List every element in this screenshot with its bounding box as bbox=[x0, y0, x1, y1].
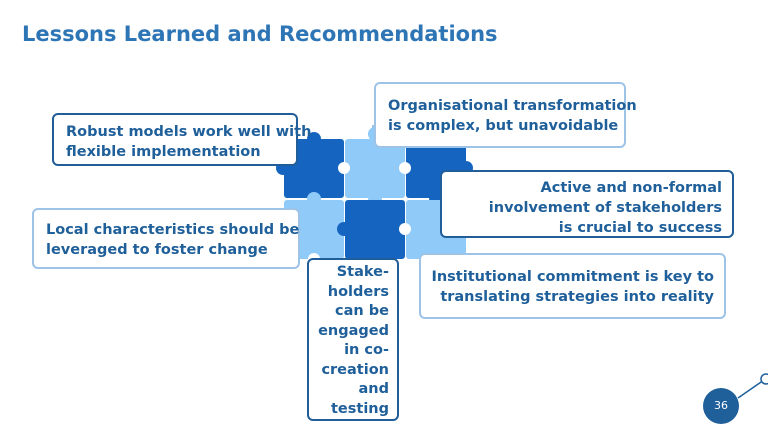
puzzle-piece-dark bbox=[345, 200, 405, 259]
page-number: 36 bbox=[703, 388, 739, 424]
decorative-node bbox=[760, 373, 768, 385]
lesson-robust-models: Robust models work well with flexible im… bbox=[52, 113, 312, 166]
puzzle-piece-light bbox=[345, 139, 405, 198]
lesson-line: involvement of stakeholders bbox=[488, 200, 722, 216]
puzzle-piece-dark bbox=[284, 139, 344, 198]
puzzle-knob bbox=[307, 192, 321, 206]
lesson-line: and bbox=[358, 381, 390, 397]
lesson-line: Local characteristics should be bbox=[46, 222, 300, 238]
lesson-line: is complex, but unavoidable bbox=[388, 118, 619, 134]
lesson-line: can be bbox=[335, 303, 389, 319]
lesson-line: Organisational transformation bbox=[388, 98, 637, 114]
lesson-line: testing bbox=[331, 400, 389, 417]
lesson-stakeholders-engaged: Stake- holders can be engaged in co- cre… bbox=[307, 258, 399, 421]
lesson-line: Stake- bbox=[336, 264, 389, 280]
lesson-line: in co- bbox=[344, 342, 389, 358]
lesson-line: flexible implementation bbox=[66, 144, 261, 160]
decorative-line bbox=[737, 379, 765, 399]
slide-title: Lessons Learned and Recommendations bbox=[22, 22, 498, 46]
lesson-line: Robust models work well with bbox=[66, 124, 312, 140]
lesson-line: leveraged to foster change bbox=[46, 242, 268, 258]
lesson-line: creation bbox=[321, 361, 389, 378]
lesson-line: Institutional commitment is key to bbox=[431, 269, 714, 285]
lesson-line: Active and non-formal bbox=[540, 180, 723, 196]
lesson-line: holders bbox=[327, 283, 389, 300]
lesson-active-involvement: Active and non-formal involvement of sta… bbox=[440, 170, 734, 238]
puzzle-knob bbox=[337, 222, 351, 236]
lesson-institutional-commitment: Institutional commitment is key to trans… bbox=[419, 253, 726, 319]
lesson-line: is crucial to success bbox=[558, 220, 722, 236]
lesson-line: engaged bbox=[318, 322, 389, 339]
puzzle-knob bbox=[307, 132, 321, 146]
lesson-organisational-transformation: Organisational transformation is complex… bbox=[374, 82, 637, 148]
lesson-local-characteristics: Local characteristics should be leverage… bbox=[32, 208, 300, 269]
lesson-line: translating strategies into reality bbox=[440, 289, 714, 305]
